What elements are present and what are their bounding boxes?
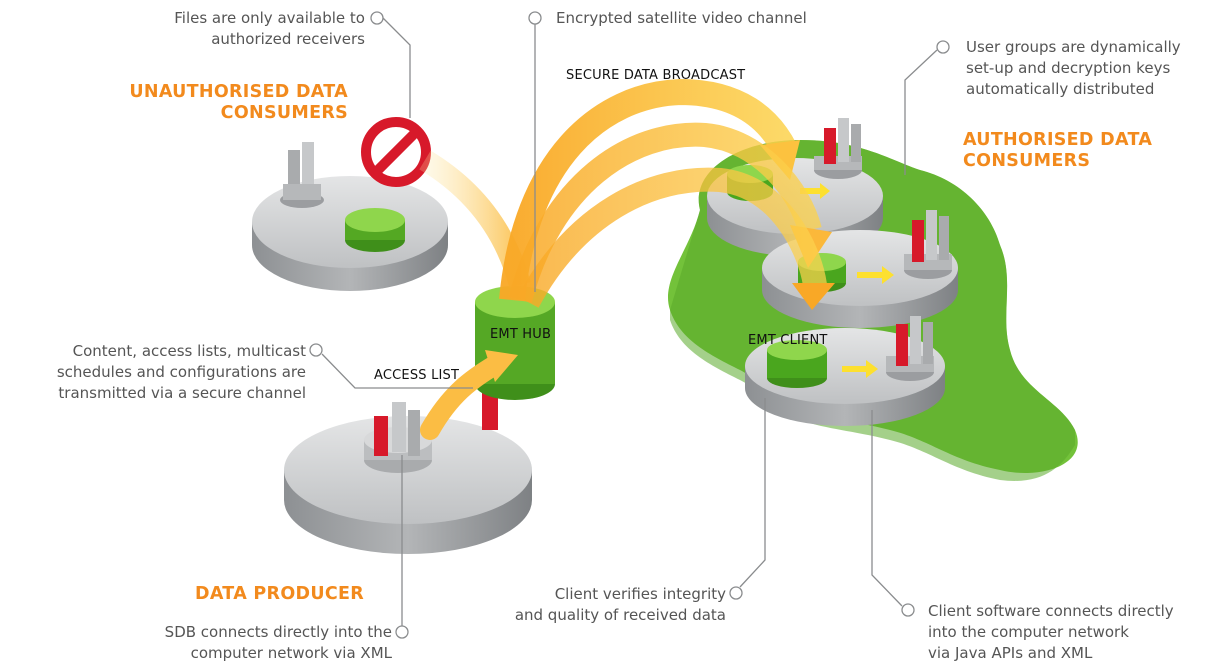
annotation-user-groups-line-2: set-up and decryption keys bbox=[966, 59, 1171, 77]
label-access-list: ACCESS LIST bbox=[374, 368, 460, 383]
annotation-user-groups-line-3: automatically distributed bbox=[966, 80, 1155, 98]
producer-platform bbox=[284, 365, 532, 554]
emt-hub bbox=[475, 286, 555, 400]
annotation-encrypted-channel: Encrypted satellite video channel bbox=[556, 8, 876, 29]
annotation-content-line-3: transmitted via a secure channel bbox=[58, 384, 306, 402]
broadcast-arrows bbox=[419, 78, 835, 440]
no-access-icon bbox=[361, 117, 431, 187]
annotation-files-line-1: Files are only available to bbox=[174, 9, 365, 27]
annotation-client-software-line-1: Client software connects directly bbox=[928, 602, 1174, 620]
annotation-client-software-line-3: via Java APIs and XML bbox=[928, 644, 1093, 662]
heading-unauthorised: UNAUTHORISED DATA CONSUMERS bbox=[100, 82, 348, 124]
heading-authorised: AUTHORISED DATA CONSUMERS bbox=[963, 130, 1203, 172]
leader-lines bbox=[309, 11, 950, 639]
annotation-client-verifies-line-2: and quality of received data bbox=[514, 606, 726, 624]
annotation-sdb-connects: SDB connects directly into the computer … bbox=[80, 622, 392, 664]
heading-producer: DATA PRODUCER bbox=[195, 584, 395, 605]
annotation-content-line-1: Content, access lists, multicast bbox=[72, 342, 306, 360]
annotation-client-software-line-2: into the computer network bbox=[928, 623, 1129, 641]
annotation-client-verifies: Client verifies integrity and quality of… bbox=[470, 584, 726, 626]
annotation-sdb-line-2: computer network via XML bbox=[190, 644, 392, 662]
heading-authorised-line-1: AUTHORISED DATA bbox=[963, 130, 1153, 150]
label-emt-hub: EMT HUB bbox=[490, 327, 552, 342]
annotation-encrypted-text: Encrypted satellite video channel bbox=[556, 9, 807, 27]
annotation-user-groups: User groups are dynamically set-up and d… bbox=[966, 37, 1216, 100]
heading-producer-text: DATA PRODUCER bbox=[195, 584, 365, 604]
heading-unauthorised-line-2: CONSUMERS bbox=[220, 103, 348, 123]
heading-authorised-line-2: CONSUMERS bbox=[963, 151, 1091, 171]
annotation-user-groups-line-1: User groups are dynamically bbox=[966, 38, 1181, 56]
heading-unauthorised-line-1: UNAUTHORISED DATA bbox=[129, 82, 348, 102]
annotation-client-software: Client software connects directly into t… bbox=[928, 601, 1213, 664]
unauthorised-platform bbox=[252, 142, 448, 291]
local-transfer-arrows bbox=[800, 183, 894, 378]
label-emt-client: EMT CLIENT bbox=[748, 333, 828, 348]
label-secure-broadcast: SECURE DATA BROADCAST bbox=[566, 68, 746, 83]
annotation-files-line-2: authorized receivers bbox=[211, 30, 365, 48]
annotation-content-lists: Content, access lists, multicast schedul… bbox=[8, 341, 306, 404]
annotation-sdb-line-1: SDB connects directly into the bbox=[164, 623, 392, 641]
annotation-content-line-2: schedules and configurations are bbox=[56, 363, 306, 381]
annotation-files-receivers: Files are only available to authorized r… bbox=[100, 8, 365, 50]
annotation-client-verifies-line-1: Client verifies integrity bbox=[554, 585, 726, 603]
